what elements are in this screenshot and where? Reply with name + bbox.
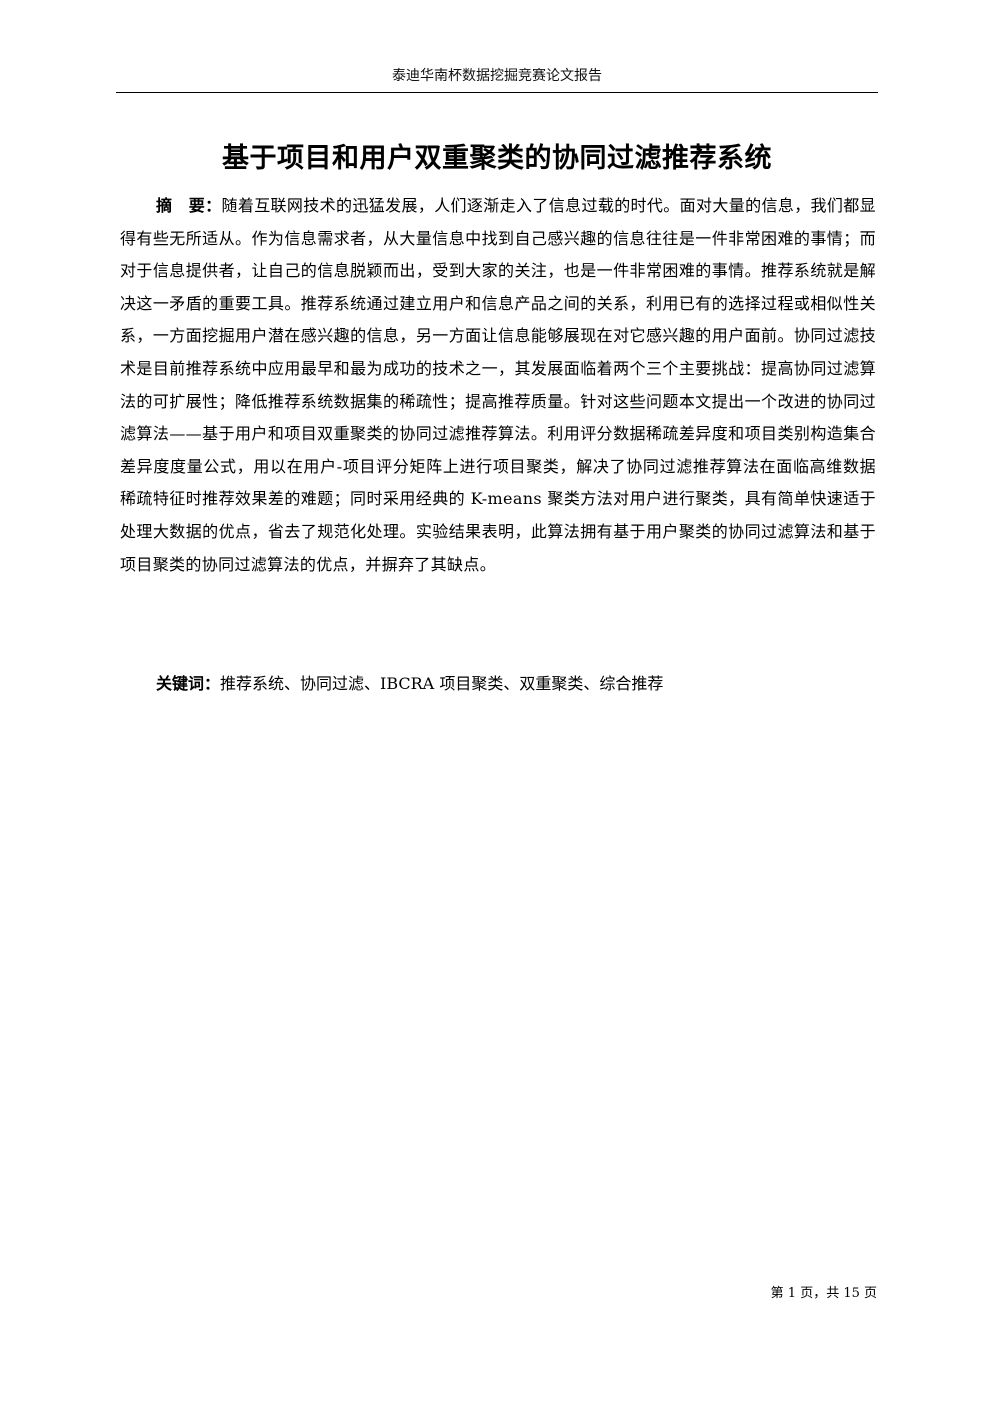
keywords-label: 关键词：	[156, 674, 221, 693]
paper-title: 基于项目和用户双重聚类的协同过滤推荐系统	[222, 143, 772, 175]
abstract-text: 随着互联网技术的迅猛发展，人们逐渐走入了信息过载的时代。面对大量的信息，我们都显…	[120, 196, 876, 574]
keywords-text: 推荐系统、协同过滤、IBCRA 项目聚类、双重聚类、综合推荐	[220, 674, 664, 693]
running-header: 泰迪华南杯数据挖掘竞赛论文报告	[392, 68, 602, 84]
keywords-paragraph: 关键词：推荐系统、协同过滤、IBCRA 项目聚类、双重聚类、综合推荐	[156, 668, 876, 700]
abstract-paragraph: 摘 要：随着互联网技术的迅猛发展，人们逐渐走入了信息过载的时代。面对大量的信息，…	[120, 190, 876, 581]
abstract-label: 摘 要：	[156, 196, 222, 215]
page-number-footer: 第 1 页，共 15 页	[770, 1286, 877, 1301]
header-divider	[116, 92, 878, 93]
